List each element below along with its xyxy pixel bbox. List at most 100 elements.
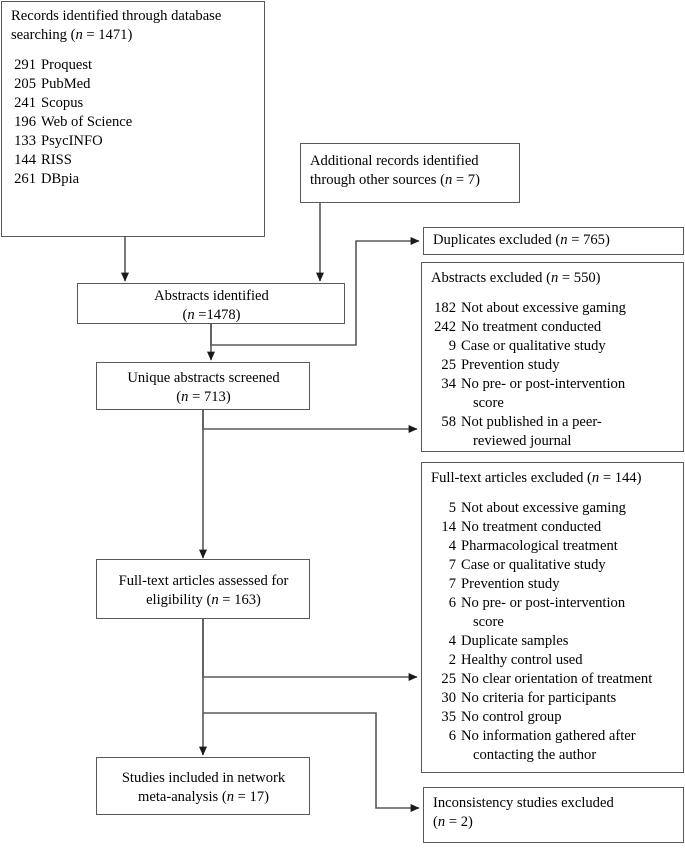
fulltext-assessed-post: = 163) <box>218 591 261 608</box>
n-italic: n <box>75 26 83 43</box>
reason-main: No control group <box>461 708 562 725</box>
studies-included-pre: meta-analysis ( <box>137 788 227 805</box>
reason-text: Case or qualitative study <box>461 337 675 356</box>
n-italic: n <box>226 788 235 805</box>
reason-count: 4 <box>448 537 456 554</box>
box-inconsistency-excluded: Inconsistency studies excluded (n = 2) <box>423 787 684 843</box>
reason-text: Healthy control used <box>461 651 675 670</box>
list-item: 4 Pharmacological treatment <box>431 537 675 556</box>
source-name: Web of Science <box>41 113 133 130</box>
list-item: 14 No treatment conducted <box>431 518 675 537</box>
source-name: Proquest <box>41 56 93 73</box>
reason-text: No treatment conducted <box>461 518 675 537</box>
source-count: 133 <box>14 132 36 149</box>
reason-main: No pre- or post-intervention <box>461 375 626 392</box>
list-item: 242 No treatment conducted <box>431 318 675 337</box>
list-item: 25 Prevention study <box>431 356 675 375</box>
duplicates-excluded-title: Duplicates excluded (n = 765) <box>433 231 675 250</box>
box-unique-abstracts-screened: Unique abstracts screened (n = 713) <box>96 362 310 410</box>
abstracts-identified-line2: (n =1478) <box>87 306 336 325</box>
additional-records-line2: through other sources (n = 7) <box>310 171 511 190</box>
records-identified-title-line1: Records identified through database <box>11 8 222 24</box>
reason-main: Duplicate samples <box>461 632 569 649</box>
n-italic: n <box>444 171 453 188</box>
list-item: 9 Case or qualitative study <box>431 337 675 356</box>
n-italic: n <box>187 306 195 323</box>
reason-main: Prevention study <box>461 356 560 373</box>
additional-records-post: = 7) <box>452 171 480 188</box>
list-item: 144 RISS <box>11 151 256 170</box>
reason-continuation: reviewed journal <box>473 432 572 449</box>
reason-count: 25 <box>441 670 456 687</box>
reason-main: No information gathered after <box>461 727 636 744</box>
reason-count: 182 <box>434 299 456 316</box>
list-item: 7 Prevention study <box>431 575 675 594</box>
studies-included-line1: Studies included in network <box>121 770 286 786</box>
source-name: RISS <box>41 151 72 168</box>
unique-abstracts-line2: (n = 713) <box>106 388 301 407</box>
reason-main: Case or qualitative study <box>461 556 606 573</box>
box-records-identified: Records identified through database sear… <box>1 1 265 237</box>
abstracts-identified-post: =1478) <box>194 306 241 323</box>
duplicates-excluded-post: = 765) <box>567 232 610 248</box>
box-additional-records: Additional records identified through ot… <box>300 143 520 203</box>
reason-count: 7 <box>448 556 456 573</box>
box-fulltext-excluded: Full-text articles excluded (n = 144) 5 … <box>421 462 684 773</box>
inconsistency-excluded-line2: (n = 2) <box>433 813 675 832</box>
reason-count: 242 <box>434 318 456 335</box>
inconsistency-excluded-line1: Inconsistency studies excluded <box>433 795 614 811</box>
list-item: 205 PubMed <box>11 75 256 94</box>
inconsistency-excluded-post: = 2) <box>445 813 473 830</box>
reason-main: Case or qualitative study <box>461 337 606 354</box>
studies-included-line2: meta-analysis (n = 17) <box>106 788 301 807</box>
reason-count: 58 <box>441 413 456 430</box>
reason-text: Not about excessive gaming <box>461 299 675 318</box>
reason-count: 6 <box>448 594 456 611</box>
fulltext-assessed-line2: eligibility (n = 163) <box>106 591 301 610</box>
list-item: 7 Case or qualitative study <box>431 556 675 575</box>
reason-count: 14 <box>441 518 456 535</box>
fulltext-assessed-line1: Full-text articles assessed for <box>118 573 289 589</box>
reason-text: Case or qualitative study <box>461 556 675 575</box>
n-italic: n <box>550 270 559 286</box>
arrow-unique-to-abstracts-excluded <box>202 410 418 433</box>
reason-text: Pharmacological treatment <box>461 537 675 556</box>
abstracts-identified-line1: Abstracts identified <box>154 288 269 304</box>
reason-text: Prevention study <box>461 356 675 375</box>
list-item: 241 Scopus <box>11 94 256 113</box>
n-italic: n <box>560 232 568 248</box>
reason-count: 35 <box>441 708 456 725</box>
source-count: 205 <box>14 75 36 92</box>
list-item: 58 Not published in a peer-reviewed jour… <box>431 413 675 451</box>
unique-abstracts-pre: ( <box>176 388 182 405</box>
box-fulltext-assessed: Full-text articles assessed for eligibil… <box>96 559 310 619</box>
n-italic: n <box>437 813 446 830</box>
list-item: 4 Duplicate samples <box>431 632 675 651</box>
box-abstracts-identified: Abstracts identified (n =1478) <box>77 283 345 324</box>
reason-main: No criteria for participants <box>461 689 617 706</box>
additional-records-line1: Additional records identified <box>310 153 479 169</box>
abstracts-excluded-title: Abstracts excluded (n = 550) <box>431 269 675 288</box>
reason-count: 7 <box>448 575 456 592</box>
abstracts-excluded-post: = 550) <box>558 270 601 286</box>
reason-text: Prevention study <box>461 575 675 594</box>
inconsistency-excluded-pre: ( <box>433 813 438 830</box>
source-name: PubMed <box>41 75 91 92</box>
box-duplicates-excluded: Duplicates excluded (n = 765) <box>423 227 684 255</box>
unique-abstracts-post: = 713) <box>188 388 231 405</box>
reason-count: 25 <box>441 356 456 373</box>
list-item: 196 Web of Science <box>11 113 256 132</box>
source-count: 144 <box>14 151 36 168</box>
reason-main: Prevention study <box>461 575 560 592</box>
reason-count: 34 <box>441 375 456 392</box>
abstracts-excluded-reason-list: 182 Not about excessive gaming 242 No tr… <box>431 299 675 451</box>
reason-text: No control group <box>461 708 675 727</box>
records-identified-title-pre: searching ( <box>11 26 76 43</box>
reason-main: Not published in a peer- <box>461 413 602 430</box>
reason-text: No clear orientation of treatment <box>461 670 675 689</box>
reason-text: Not published in a peer-reviewed journal <box>461 413 675 451</box>
source-count: 291 <box>14 56 36 73</box>
records-source-list: 291 Proquest 205 PubMed 241 Scopus 196 W… <box>11 56 256 189</box>
